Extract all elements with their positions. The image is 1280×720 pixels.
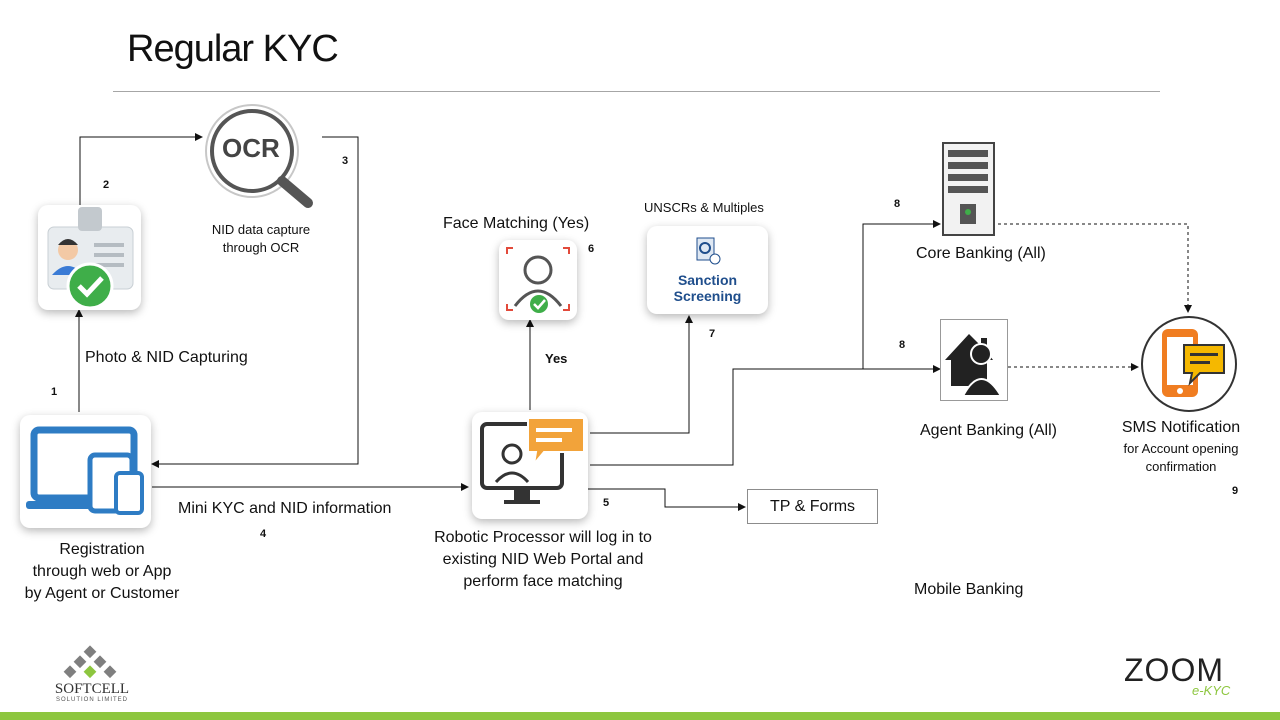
robotic-processor-card	[472, 412, 588, 519]
core-banking-label: Core Banking (All)	[916, 245, 1046, 262]
agent-house-icon	[940, 319, 1008, 401]
edge-5	[588, 488, 746, 511]
page-title: Regular KYC	[127, 28, 339, 70]
tp-forms-box: TP & Forms	[747, 489, 878, 524]
step-number-3: 3	[342, 155, 349, 167]
step-number-8-core: 8	[894, 198, 901, 210]
agent-banking-label: Agent Banking (All)	[920, 422, 1057, 439]
step-number-1: 1	[51, 386, 58, 398]
face-matching-label: Face Matching (Yes)	[443, 215, 590, 232]
face-scan-icon	[506, 247, 570, 315]
id-card-check-icon	[47, 207, 134, 310]
step-number-2: 2	[103, 179, 110, 191]
yes-label: Yes	[545, 351, 568, 366]
sms-notification-sub: for Account opening confirmation	[1123, 441, 1239, 474]
registration-label: Registration through web or App by Agent…	[24, 541, 180, 602]
step-number-9: 9	[1232, 485, 1239, 497]
step-number-7: 7	[709, 328, 716, 340]
softcell-logo: SOFTCELL SOLUTION LIMITED	[46, 645, 138, 707]
step-number-8-agent: 8	[899, 339, 906, 351]
softcell-logo-mark	[63, 645, 117, 679]
photo-nid-label: Photo & NID Capturing	[85, 349, 248, 366]
edge-7	[590, 315, 693, 434]
ocr-caption: NID data capture through OCR	[211, 222, 311, 255]
edge-8-core	[862, 220, 941, 369]
registration-devices-card	[20, 415, 151, 528]
sms-phone-icon	[1140, 315, 1238, 413]
photo-id-card	[38, 205, 141, 310]
zoom-logo-sub: e-KYC	[1192, 683, 1231, 698]
step-number-6: 6	[588, 243, 595, 255]
face-matching-card	[499, 240, 577, 320]
robotic-processor-label: Robotic Processor will log in to existin…	[434, 529, 652, 590]
ocr-magnifier-icon: OCR	[200, 103, 325, 213]
sms-notification-label: SMS Notification	[1121, 419, 1241, 436]
step-number-4: 4	[260, 528, 267, 540]
sanction-screening-text: Sanction Screening	[673, 272, 742, 304]
mobile-banking-label: Mobile Banking	[914, 581, 1024, 598]
softcell-logo-text: SOFTCELL	[54, 681, 130, 697]
title-divider	[113, 91, 1160, 92]
step-number-5: 5	[603, 497, 610, 509]
monitor-chat-icon	[480, 417, 585, 504]
document-search-icon	[696, 237, 721, 265]
ocr-icon-text: OCR	[222, 133, 280, 163]
edge-9a	[998, 223, 1192, 313]
zoom-ekyc-logo: ZOOM e-KYC	[1124, 652, 1236, 702]
edge-2	[79, 133, 203, 205]
footer-accent-bar	[0, 712, 1280, 720]
edge-3	[151, 136, 359, 468]
sanction-screening-card: Sanction Screening	[647, 226, 768, 314]
devices-icon	[26, 426, 144, 515]
unscrs-label: UNSCRs & Multiples	[644, 200, 764, 215]
softcell-logo-sub: SOLUTION LIMITED	[55, 697, 128, 703]
server-icon	[942, 142, 995, 236]
mini-kyc-label: Mini KYC and NID information	[178, 500, 392, 517]
edge-8	[590, 365, 941, 466]
zoom-logo-text: ZOOM	[1124, 652, 1224, 688]
